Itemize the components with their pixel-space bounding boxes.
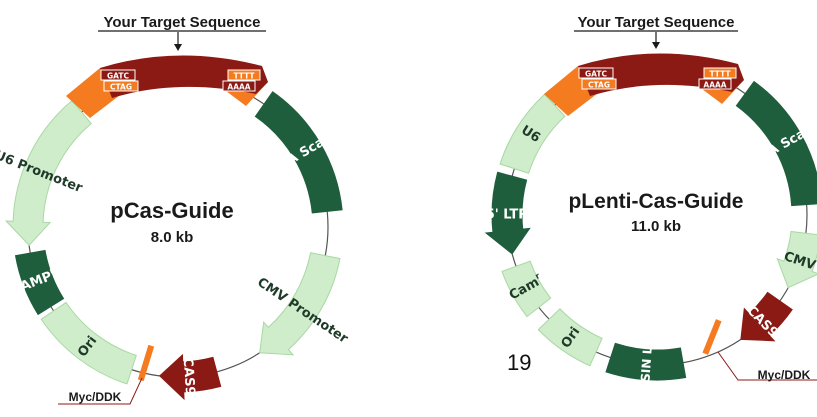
- target-sequence-label: Your Target Sequence: [104, 14, 261, 31]
- insert-cassette: GATC CTAG TTTT AAAA: [544, 53, 744, 116]
- plasmid-size: 8.0 kb: [151, 229, 194, 246]
- segment-ori: [40, 301, 137, 385]
- plasmid-size: 11.0 kb: [631, 218, 681, 235]
- myc-ddk-marker: [137, 344, 155, 382]
- overhang-box-top-left: [578, 67, 614, 79]
- overhang-box-bottom-right: [698, 78, 732, 90]
- segment-u6-promoter: [4, 99, 92, 247]
- target-pointer-arrowhead: [652, 42, 660, 49]
- segment-grna-scaffold: [735, 80, 817, 207]
- segment-cmv-promoter: [259, 252, 341, 356]
- overhang-box-bottom-right: [222, 80, 256, 92]
- overhang-ctag: CTAG: [110, 83, 132, 92]
- target-pointer-arrowhead: [174, 44, 182, 51]
- overhang-tttt: TTTT: [710, 70, 732, 79]
- segment-ampr: [14, 249, 65, 316]
- segment-u6: [499, 93, 566, 174]
- overhang-tttt: TTTT: [234, 72, 256, 81]
- segment-camr: [501, 260, 552, 318]
- myc-ddk-leader: [717, 351, 817, 381]
- segment-5-ltr: [484, 171, 531, 255]
- myc-ddk-leader: [58, 377, 143, 405]
- myc-ddk-label: Myc/DDK: [69, 390, 122, 404]
- segment-3-sin-ltr-label: 3' SIN LTR: [637, 330, 656, 399]
- overhang-box-bottom-left: [581, 78, 617, 90]
- segment-cas9-label: CAS9: [180, 357, 198, 396]
- segment-3-sin-ltr: [605, 342, 687, 381]
- plasmid-name: pCas-Guide: [110, 198, 233, 223]
- overhang-aaaa: AAAA: [703, 81, 726, 90]
- page-number: 19: [507, 350, 532, 375]
- plasmid-name: pLenti-Cas-Guide: [568, 190, 743, 213]
- target-sequence-label: Your Target Sequence: [578, 14, 735, 31]
- overhang-box-top-right: [227, 69, 261, 81]
- overhang-box-top-right: [703, 67, 737, 79]
- segment-grna-scaffold: [254, 91, 343, 214]
- myc-ddk-marker: [702, 319, 722, 355]
- overhang-ctag: CTAG: [588, 81, 610, 90]
- overhang-box-top-left: [100, 69, 136, 81]
- segment-cas9: [158, 353, 222, 401]
- overhang-gatc: GATC: [585, 70, 607, 79]
- overhang-box-bottom-left: [103, 80, 139, 92]
- segment-ori: [537, 308, 603, 367]
- myc-ddk-tag: Myc/DDK: [58, 344, 155, 405]
- myc-ddk-label: Myc/DDK: [758, 368, 811, 382]
- segment-cmv: [776, 230, 817, 289]
- segment-5-ltr-label: 5' LTR: [486, 208, 529, 223]
- insert-cassette: GATC CTAG TTTT AAAA: [66, 55, 268, 118]
- segment-cas9: [740, 291, 793, 342]
- overhang-gatc: GATC: [107, 72, 129, 81]
- myc-ddk-tag: Myc/DDK: [702, 319, 817, 382]
- overhang-aaaa: AAAA: [227, 83, 250, 92]
